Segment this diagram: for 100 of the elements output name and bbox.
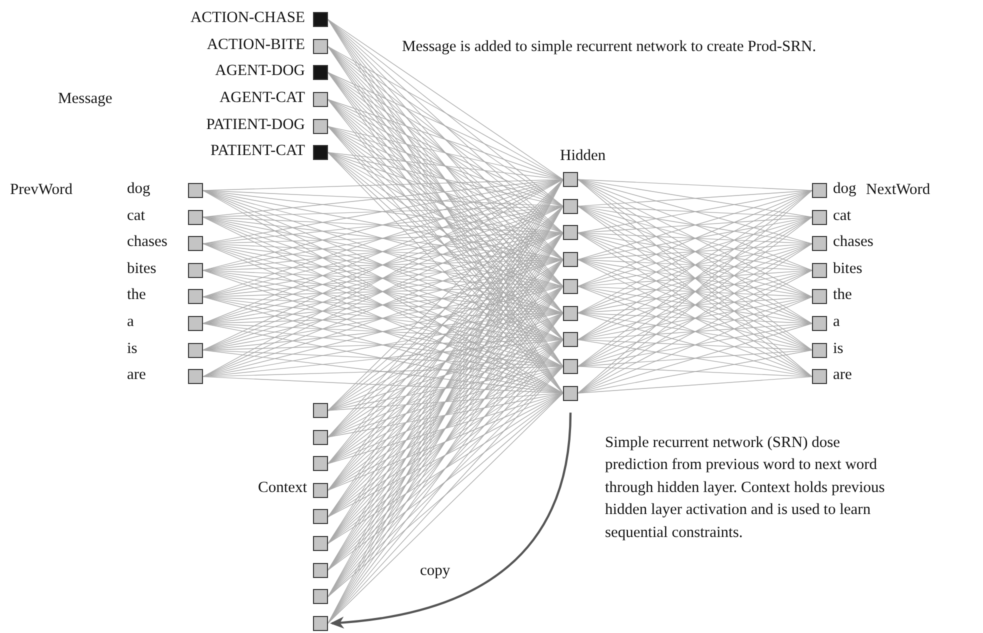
- connection-line: [578, 232, 812, 350]
- connection-line: [578, 286, 812, 350]
- connection-line: [578, 190, 812, 207]
- layer-label: PrevWord: [10, 181, 72, 198]
- connection-line: [578, 232, 812, 271]
- unit-label: ACTION-CHASE: [190, 9, 305, 26]
- unit-label: bites: [127, 260, 156, 277]
- unit-label: dog: [127, 180, 150, 198]
- connection-line: [578, 376, 812, 394]
- connection-line: [578, 190, 812, 287]
- unit-label: chases: [833, 233, 874, 250]
- connection-line: [328, 46, 564, 180]
- unit-square: [313, 456, 328, 472]
- connection-line: [328, 366, 564, 438]
- connection-line: [328, 312, 564, 411]
- unit-square: [313, 65, 328, 80]
- unit-square: [313, 12, 328, 27]
- layer-label: Context: [258, 479, 308, 496]
- unit-square: [812, 369, 827, 384]
- unit-square: [563, 252, 578, 268]
- unit-square: [812, 183, 827, 198]
- connection-line: [578, 270, 812, 367]
- unit-square: [313, 536, 328, 551]
- connection-line: [578, 216, 812, 314]
- connection-line: [578, 323, 812, 394]
- connection-line: [328, 366, 564, 411]
- connection-line: [578, 286, 812, 378]
- unit-square: [188, 342, 203, 358]
- unit-square: [313, 616, 328, 631]
- unit-square: [812, 342, 827, 358]
- unit-square: [563, 386, 578, 401]
- unit-square: [313, 39, 328, 54]
- unit-square: [188, 262, 203, 278]
- unit-square: [812, 262, 827, 278]
- connection-line: [328, 126, 564, 234]
- unit-square: [313, 562, 328, 578]
- unit-label: bites: [833, 260, 862, 277]
- connection-line: [578, 366, 812, 378]
- connection-line: [578, 179, 812, 191]
- unit-square: [313, 403, 328, 418]
- unit-label: is: [833, 340, 844, 357]
- connection-line: [578, 350, 812, 394]
- description-text: Simple recurrent network (SRN) dose prediction from previous word to next word through hidden layer. Context holds previous hidden layer activation and is used to learn sequential constraints.: [605, 433, 886, 543]
- unit-label: a: [833, 313, 840, 330]
- unit-label: cat: [833, 206, 852, 224]
- unit-square: [313, 589, 328, 604]
- connection-line: [578, 206, 812, 244]
- unit-label: AGENT-DOG: [215, 62, 305, 80]
- connection-line: [328, 152, 564, 260]
- connection-line: [328, 392, 564, 411]
- unit-label: the: [833, 286, 852, 304]
- unit-square: [188, 236, 203, 252]
- unit-square: [563, 332, 578, 348]
- unit-square: [812, 316, 827, 331]
- unit-square: [313, 145, 328, 160]
- connection-line: [328, 126, 564, 207]
- caption-text: Message is added to simple recurrent network to create Prod-SRN.: [402, 38, 816, 56]
- unit-label: AGENT-CAT: [219, 89, 305, 106]
- unit-square: [812, 236, 827, 252]
- unit-square: [563, 198, 578, 214]
- unit-square: [313, 119, 328, 134]
- unit-square: [313, 92, 328, 107]
- unit-label: dog: [833, 180, 856, 198]
- unit-label: are: [833, 366, 852, 384]
- unit-label: a: [127, 313, 134, 330]
- unit-label: the: [127, 286, 146, 304]
- unit-square: [313, 482, 328, 498]
- connection-line: [578, 339, 812, 378]
- connection-line: [328, 392, 564, 491]
- unit-label: PATIENT-CAT: [210, 142, 305, 160]
- unit-label: ACTION-BITE: [206, 36, 305, 54]
- unit-square: [188, 316, 203, 331]
- unit-square: [313, 509, 328, 524]
- unit-square: [812, 289, 827, 304]
- unit-square: [188, 210, 203, 225]
- unit-square: [188, 369, 203, 384]
- unit-label: are: [127, 366, 146, 384]
- unit-square: [563, 172, 578, 187]
- layer-label: NextWord: [866, 181, 930, 198]
- connection-line: [578, 270, 812, 340]
- unit-square: [188, 183, 203, 198]
- layer-label: Hidden: [560, 147, 606, 164]
- connection-line: [578, 190, 812, 260]
- unit-label: cat: [127, 206, 146, 224]
- unit-square: [563, 278, 578, 294]
- unit-square: [563, 225, 578, 240]
- unit-square: [812, 210, 827, 225]
- layer-label: Message: [58, 90, 112, 108]
- connection-line: [328, 152, 564, 207]
- unit-label: is: [127, 340, 138, 357]
- connection-line: [328, 72, 564, 180]
- unit-label: PATIENT-DOG: [206, 116, 305, 134]
- unit-square: [563, 358, 578, 374]
- connection-line: [578, 243, 812, 287]
- connection-line: [578, 179, 812, 244]
- unit-square: [188, 289, 203, 304]
- unit-label: chases: [127, 233, 168, 250]
- unit-square: [313, 430, 328, 445]
- connection-line: [578, 296, 812, 340]
- unit-square: [563, 306, 578, 320]
